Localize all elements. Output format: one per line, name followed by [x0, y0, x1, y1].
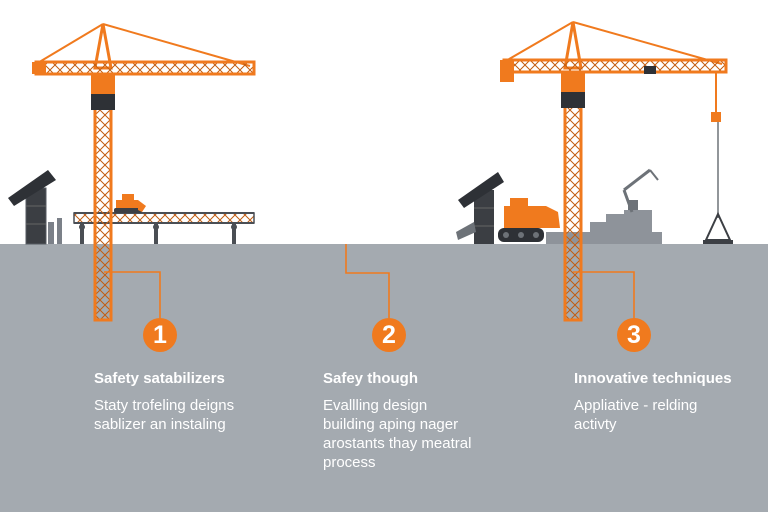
building-icon — [456, 172, 504, 244]
connector-line-2 — [345, 244, 390, 318]
tower-crane-icon — [32, 23, 256, 322]
bulldozer-icon — [114, 194, 146, 213]
step-2-body: Evallling design building aping nager ar… — [323, 397, 472, 471]
connector-line-1 — [104, 271, 161, 318]
step-1-body: Staty trofeling deigns sablizer an insta… — [94, 397, 235, 433]
excavator-icon — [546, 168, 662, 244]
step-2-badge: 2 — [372, 318, 406, 352]
step-3-title: Innovative techniques — [574, 370, 732, 387]
step-1-title: Safety satabilizers — [94, 370, 225, 387]
step-3-body: Appliative - relding activty — [574, 397, 698, 433]
ground-plane — [0, 244, 768, 512]
connector-line-3 — [573, 271, 635, 318]
tower-crane-icon — [500, 21, 733, 322]
step-1-badge: 1 — [143, 318, 177, 352]
step-3-badge: 3 — [617, 318, 651, 352]
building-icon — [8, 170, 62, 245]
bulldozer-icon — [498, 198, 560, 242]
step-2-title: Safey though — [323, 370, 419, 387]
